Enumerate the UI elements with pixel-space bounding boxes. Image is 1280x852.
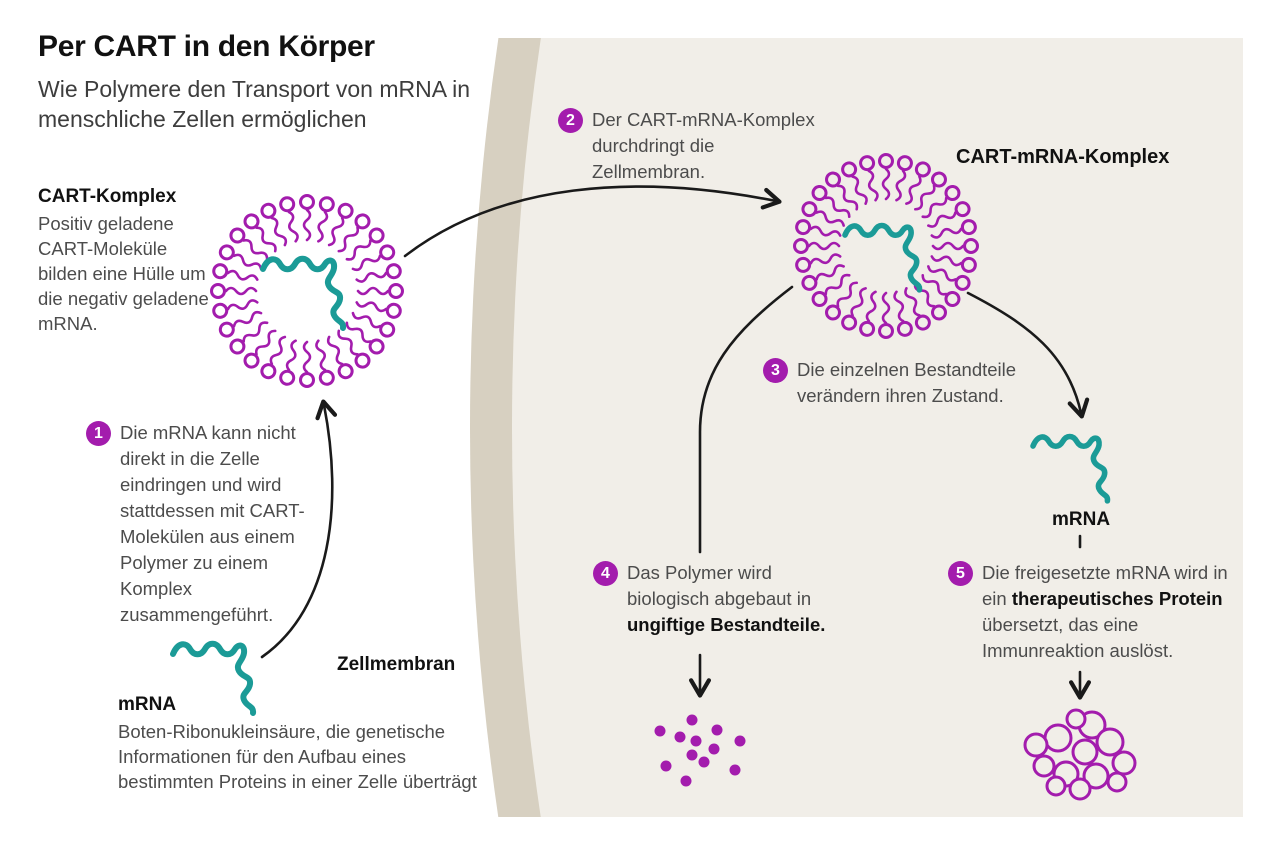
step-2: 2 Der CART-mRNA-Komplex durchdringt die … xyxy=(558,107,838,185)
cart-komplex-block: CART-Komplex Positiv geladene CART-Molek… xyxy=(38,184,210,336)
step-4: 4 Das Polymer wird biologisch abgebaut i… xyxy=(593,560,873,638)
step-5-text: Die freigesetzte mRNA wird in ein therap… xyxy=(982,560,1254,664)
cart-komplex-body: Positiv geladene CART-Moleküle bilden ei… xyxy=(38,213,209,334)
step-3: 3 Die einzelnen Bestandteile verändern i… xyxy=(763,357,1073,409)
step-1-text-before: Die mRNA kann nicht direkt in die Zelle … xyxy=(120,422,305,625)
arrow-complex-into-cell xyxy=(403,185,782,258)
step-5-text-bold: therapeutisches Protein xyxy=(1011,588,1223,609)
step-4-badge: 4 xyxy=(593,561,618,586)
page-title: Per CART in den Körper xyxy=(38,30,375,63)
step-3-text: Die einzelnen Bestandteile verändern ihr… xyxy=(797,357,1065,409)
polymer-dots xyxy=(654,714,746,787)
step-2-text-before: Der CART-mRNA-Komplex durchdringt die Ze… xyxy=(592,109,815,182)
mrna-definition-block: mRNA Boten-Ribonukleinsäure, die genetis… xyxy=(118,692,490,794)
cart-komplex-heading: CART-Komplex xyxy=(38,186,177,207)
mrna-left-heading: mRNA xyxy=(118,694,177,715)
step-5-text-after: übersetzt, das eine Immunreaktion auslös… xyxy=(982,614,1174,661)
step-1-text: Die mRNA kann nicht direkt in die Zelle … xyxy=(120,420,325,628)
step-1-badge: 1 xyxy=(86,421,111,446)
step-5-text-before: Die freigesetzte mRNA wird in ein xyxy=(982,562,1228,609)
mrna-left-body: Boten-Ribonukleinsäure, die genetische I… xyxy=(118,721,477,792)
zellmembran-label: Zellmembran xyxy=(337,654,456,675)
mrna-right-label: mRNA xyxy=(1052,509,1111,530)
step-2-badge: 2 xyxy=(558,108,583,133)
cart-mrna-komplex-label: CART-mRNA-Komplex xyxy=(956,146,1170,168)
step-5: 5 Die freigesetzte mRNA wird in ein ther… xyxy=(948,560,1258,664)
mrna-squiggle-in-left-micelle xyxy=(263,259,343,328)
step-5-badge: 5 xyxy=(948,561,973,586)
mrna-squiggle-in-right-micelle xyxy=(845,225,919,289)
step-1: 1 Die mRNA kann nicht direkt in die Zell… xyxy=(86,420,326,628)
line-complex-to-step4 xyxy=(698,285,794,554)
step-4-text-before: Das Polymer wird biologisch abgebaut in xyxy=(627,562,812,609)
therapeutic-protein-blob xyxy=(1023,708,1137,801)
step-4-text: Das Polymer wird biologisch abgebaut in … xyxy=(627,560,859,638)
step-3-text-before: Die einzelnen Bestandteile verändern ihr… xyxy=(797,359,1017,406)
step-2-text: Der CART-mRNA-Komplex durchdringt die Ze… xyxy=(592,107,830,185)
step-4-text-bold: ungiftige Bestandteile. xyxy=(627,614,826,635)
step-3-badge: 3 xyxy=(763,358,788,383)
cart-complex-micelle-left xyxy=(210,194,404,388)
mrna-squiggle-free-right xyxy=(1033,436,1107,500)
page-subtitle: Wie Polymere den Transport von mRNA in m… xyxy=(38,76,471,132)
